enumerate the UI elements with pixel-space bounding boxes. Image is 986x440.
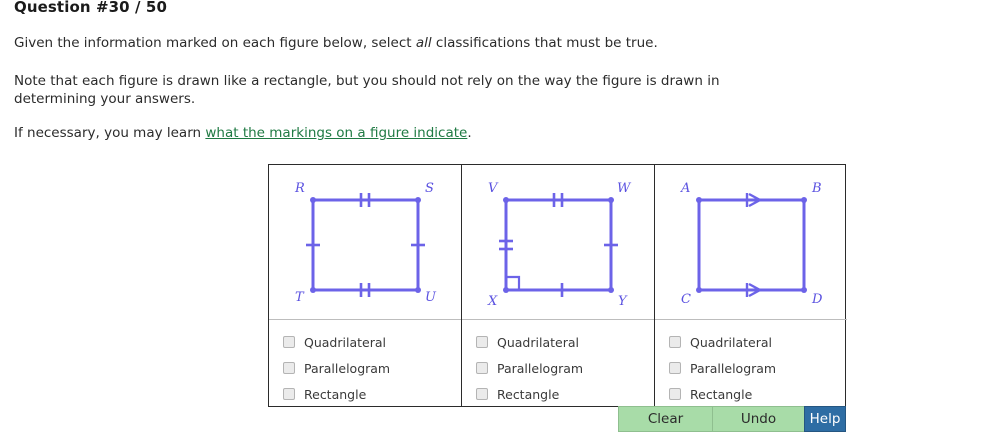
vertex-label-v: V (488, 181, 499, 196)
option-rectangle-3[interactable]: Rectangle (669, 381, 847, 407)
option-label: Quadrilateral (304, 334, 386, 350)
option-label: Parallelogram (304, 360, 391, 376)
prompt-line-3-part-a: If necessary, you may learn (14, 125, 206, 141)
vertex-label-x: X (487, 294, 498, 309)
action-button-bar: Clear Undo Help (618, 406, 846, 432)
figures-panel: R S T U Quadrilateral Parallelogram (268, 164, 847, 407)
prompt-line-1-part-b: classifications that must be true. (431, 35, 658, 51)
vertex-label-t: T (295, 290, 305, 305)
clear-button[interactable]: Clear (618, 406, 712, 432)
option-parallelogram-2[interactable]: Parallelogram (476, 355, 654, 381)
option-quadrilateral-1[interactable]: Quadrilateral (283, 329, 461, 355)
checkbox-icon[interactable] (669, 336, 681, 348)
figure-2-options: Quadrilateral Parallelogram Rectangle (462, 320, 654, 407)
figure-abcd-svg: A B C D (680, 181, 823, 307)
option-parallelogram-1[interactable]: Parallelogram (283, 355, 461, 381)
checkbox-icon[interactable] (476, 388, 488, 400)
figure-rstu-svg: R S T U (294, 181, 437, 305)
option-parallelogram-3[interactable]: Parallelogram (669, 355, 847, 381)
markings-help-link[interactable]: what the markings on a figure indicate (205, 125, 468, 141)
vertex-label-c: C (681, 292, 691, 307)
help-button[interactable]: Help (804, 406, 846, 432)
option-label: Parallelogram (497, 360, 584, 376)
option-label: Quadrilateral (497, 334, 579, 350)
option-label: Rectangle (497, 386, 560, 402)
checkbox-icon[interactable] (669, 388, 681, 400)
prompt-line-3-part-b: . (467, 125, 472, 141)
figure-abcd: A B C D (655, 165, 847, 320)
undo-button[interactable]: Undo (712, 406, 804, 432)
vertex-label-s: S (425, 181, 434, 196)
vertex-label-u: U (425, 290, 437, 305)
option-rectangle-2[interactable]: Rectangle (476, 381, 654, 407)
option-label: Rectangle (690, 386, 753, 402)
figure-column-1: R S T U Quadrilateral Parallelogram (269, 165, 462, 406)
parallel-arrow-icon (745, 192, 763, 298)
figure-column-3: A B C D Quadrilateral Parallelogram (655, 165, 847, 406)
option-quadrilateral-2[interactable]: Quadrilateral (476, 329, 654, 355)
option-label: Rectangle (304, 386, 367, 402)
vertex-label-b: B (811, 181, 822, 196)
vertex-label-y: Y (618, 294, 628, 309)
checkbox-icon[interactable] (283, 388, 295, 400)
vertex-label-r: R (294, 181, 305, 196)
checkbox-icon[interactable] (476, 336, 488, 348)
figure-vwxy-svg: V W X Y (487, 181, 632, 309)
figure-3-options: Quadrilateral Parallelogram Rectangle (655, 320, 847, 407)
prompt-emphasis-all: all (415, 35, 432, 51)
right-angle-icon (506, 275, 521, 290)
vertex-label-d: D (811, 292, 823, 307)
option-quadrilateral-3[interactable]: Quadrilateral (669, 329, 847, 355)
checkbox-icon[interactable] (283, 362, 295, 374)
prompt-line-3: If necessary, you may learn what the mar… (14, 124, 714, 142)
figure-1-options: Quadrilateral Parallelogram Rectangle (269, 320, 461, 407)
option-rectangle-1[interactable]: Rectangle (283, 381, 461, 407)
option-label: Parallelogram (690, 360, 777, 376)
vertex-label-w: W (617, 181, 632, 196)
option-label: Quadrilateral (690, 334, 772, 350)
prompt-line-1: Given the information marked on each fig… (14, 34, 914, 52)
page-title: Question #30 / 50 (14, 0, 167, 16)
figure-rstu: R S T U (269, 165, 461, 320)
prompt-line-2: Note that each figure is drawn like a re… (14, 73, 720, 107)
checkbox-icon[interactable] (669, 362, 681, 374)
vertex-label-a: A (680, 181, 690, 196)
figure-vwxy: V W X Y (462, 165, 654, 320)
prompt-line-1-part-a: Given the information marked on each fig… (14, 35, 416, 51)
figure-column-2: V W X Y Quadrilateral Parallelogram (462, 165, 655, 406)
checkbox-icon[interactable] (283, 336, 295, 348)
checkbox-icon[interactable] (476, 362, 488, 374)
